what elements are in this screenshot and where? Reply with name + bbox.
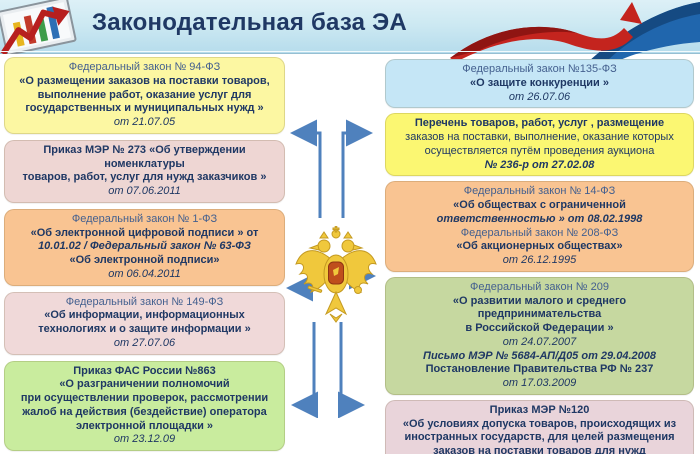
- law-text-line: от 26.12.1995: [502, 254, 577, 266]
- law-text-line: заказов на поставки товаров для нужд: [433, 445, 646, 454]
- law-text-line: при осуществлении проверок, рассмотрении: [20, 392, 269, 404]
- law-text-line: «Об акционерных обществах»: [456, 240, 623, 253]
- law-text-line: Письмо МЭР № 5684-АП/Д05 от 29.04.2008: [423, 349, 656, 362]
- law-box-14fz-208fz: Федеральный закон № 14-ФЗ«Об обществах с…: [385, 181, 694, 272]
- law-text-line: ответственностью » от 08.02.1998: [436, 212, 643, 225]
- law-text-line: заказов на поставки, выполнение, оказани…: [405, 131, 674, 143]
- law-text-line: номенклатуры: [104, 157, 185, 170]
- law-text-line: «Об обществах с ограниченной: [453, 199, 626, 211]
- law-text-line: государственных и муниципальных нужд »: [25, 102, 264, 115]
- blue-swoosh-icon: [588, 2, 700, 62]
- law-text-line: «О размещении заказов на поставки товаро…: [19, 74, 270, 87]
- law-box-perechen-236r: Перечень товаров, работ, услуг , размеще…: [385, 113, 694, 177]
- law-text-line: Приказ МЭР № 273 «Об утверждении: [43, 143, 246, 156]
- law-text-line: от 21.07.05: [113, 116, 176, 128]
- law-text-line: от 24.07.2007: [502, 335, 577, 348]
- law-text-line: 10.01.02 / Федеральный закон № 63-ФЗ: [38, 240, 251, 253]
- law-text-line: Федеральный закон № 208-ФЗ: [460, 226, 619, 239]
- ribbon-swoosh-graphic: [450, 2, 700, 62]
- law-text-line: Постановление Правительства РФ № 237: [425, 363, 654, 376]
- law-text-line: «Об условиях допуска товаров, происходящ…: [402, 417, 677, 430]
- law-text-line: Перечень товаров, работ, услуг , размеще…: [414, 117, 665, 130]
- page-title: Законодательная база ЭА: [92, 9, 407, 36]
- law-text-line: технологиях и о защите информации »: [38, 323, 251, 335]
- law-text-line: № 236-р от 27.02.08: [484, 158, 595, 171]
- law-text-line: от 27.07.06: [113, 336, 176, 349]
- law-text-line: жалоб на действия (бездействие) оператор…: [22, 405, 267, 418]
- law-text-line: Федеральный закон № 209: [470, 280, 609, 293]
- law-text-line: от 17.03.2009: [502, 377, 577, 389]
- law-text-line: Приказ МЭР №120: [489, 403, 590, 416]
- law-box-fas-863: Приказ ФАС России №863«О разграничении п…: [4, 360, 285, 451]
- law-text-line: в Российской Федерации »: [465, 322, 614, 334]
- law-text-line: Федеральный закон № 149-ФЗ: [65, 295, 224, 308]
- law-text-line: Федеральный закон № 14-ФЗ: [463, 185, 616, 198]
- law-box-1fz-63fz: Федеральный закон № 1-ФЗ«Об электронной …: [4, 208, 285, 286]
- law-text-line: электронной площадки »: [75, 419, 214, 432]
- flow-arrows: [286, 119, 376, 418]
- header: Законодательная база ЭА: [0, 0, 700, 62]
- red-swoosh-icon: [450, 2, 642, 62]
- law-text-line: «Об электронной цифровой подписи » от: [30, 226, 259, 239]
- chart-icon: [0, 0, 77, 54]
- law-text-line: предпринимательства: [477, 308, 602, 321]
- law-text-line: от 26.07.06: [508, 90, 571, 103]
- arrow-top-right: [341, 119, 373, 218]
- law-text-line: иностранных государств, для целей размещ…: [404, 431, 675, 444]
- law-text-line: Федеральный закон №135-ФЗ: [462, 63, 617, 75]
- law-box-149fz: Федеральный закон № 149-ФЗ«Об информации…: [4, 291, 285, 355]
- russia-coat-of-arms-icon: [295, 226, 377, 323]
- law-text-line: от 07.06.2011: [108, 185, 181, 197]
- law-text-line: Федеральный закон № 1-ФЗ: [71, 212, 218, 225]
- law-text-line: Федеральный закон № 94-ФЗ: [68, 61, 221, 73]
- law-text-line: Приказ ФАС России №863: [73, 364, 216, 377]
- law-box-mer-120: Приказ МЭР №120«Об условиях допуска това…: [385, 399, 694, 454]
- law-text-line: «Об электронной подписи»: [69, 254, 220, 266]
- law-text-line: от 23.12.09: [113, 433, 176, 446]
- arrow-bottom-left: [291, 322, 318, 418]
- right-law-column: Федеральный закон №135-ФЗ«О защите конку…: [385, 59, 694, 454]
- arrow-top-left: [290, 119, 322, 218]
- law-text-line: от 06.04.2011: [108, 267, 181, 280]
- law-text-line: «О защите конкуренции »: [470, 76, 609, 89]
- arrow-bottom-right: [338, 322, 365, 418]
- law-box-135fz: Федеральный закон №135-ФЗ«О защите конку…: [385, 59, 694, 109]
- law-text-line: товаров, работ, услуг для нужд заказчико…: [22, 171, 267, 184]
- law-box-209fz: Федеральный закон № 209«О развитии малог…: [385, 276, 694, 395]
- left-law-column: Федеральный закон № 94-ФЗ«О размещении з…: [4, 57, 285, 451]
- law-text-line: «О разграничении полномочий: [59, 378, 230, 391]
- law-text-line: осуществляется путём проведения аукциона: [424, 144, 655, 157]
- law-text-line: «О развитии малого и среднего: [452, 294, 627, 307]
- law-box-94fz: Федеральный закон № 94-ФЗ«О размещении з…: [4, 57, 285, 134]
- law-text-line: «Об информации, информационных: [44, 309, 245, 322]
- law-text-line: выполнение работ, оказание услуг для: [37, 88, 252, 101]
